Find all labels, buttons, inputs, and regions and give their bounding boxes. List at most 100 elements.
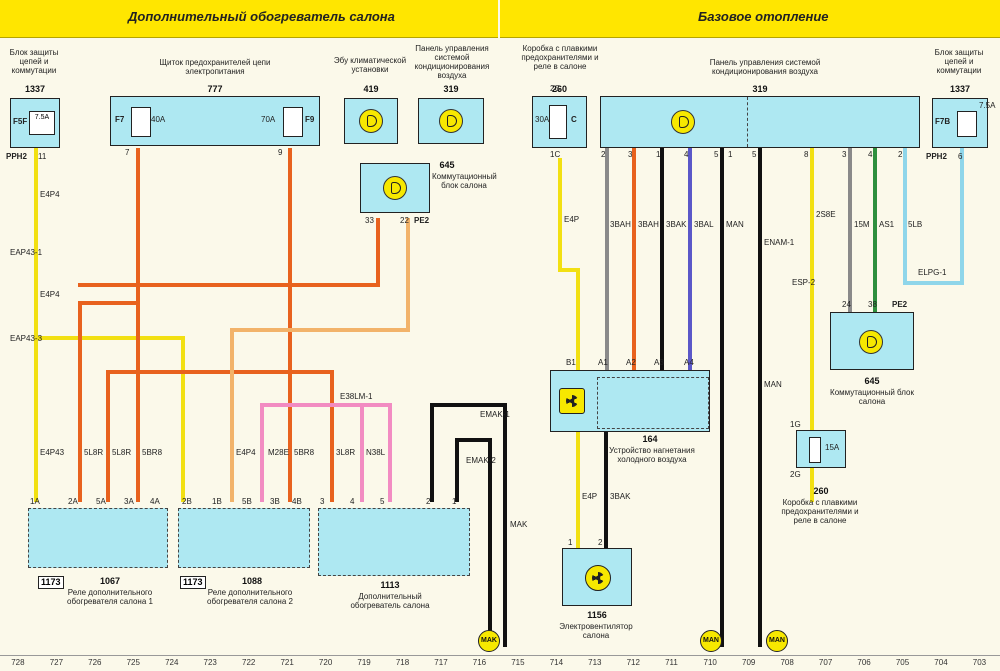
pin-1088-3b: 3B bbox=[270, 497, 280, 506]
wire-label-5br8-a: 5BR8 bbox=[142, 448, 163, 457]
pin-319-1: 1 bbox=[656, 150, 661, 159]
header-right: Базовое отопление bbox=[500, 0, 1000, 38]
wire-label-3bak: 3BAK bbox=[666, 220, 687, 229]
pin-1337-right-6: 6 bbox=[958, 152, 963, 161]
scale-tick: 722 bbox=[242, 658, 256, 667]
pin-319-3: 3 bbox=[628, 150, 633, 159]
pin-319-1b: 1 bbox=[728, 150, 733, 159]
scale-tick: 708 bbox=[780, 658, 794, 667]
scale-tick: 721 bbox=[280, 658, 294, 667]
pin-1337-left-11: 11 bbox=[38, 152, 47, 161]
pin-260-top-1c: 1C bbox=[550, 150, 561, 159]
label-319-left-desc: Панель управления системой кондициониров… bbox=[414, 44, 490, 80]
label-419-num: 419 bbox=[363, 84, 379, 94]
wire-label-e4p4-c: E4P4 bbox=[236, 448, 256, 457]
header-left: Дополнительный обогреватель салона bbox=[0, 0, 498, 38]
wire-label-e4p4-a: E4P4 bbox=[40, 190, 60, 199]
scale-tick: 704 bbox=[934, 658, 948, 667]
fuse-box-260-top: 30A C bbox=[532, 96, 587, 148]
wire-label-5br8-b: 5BR8 bbox=[294, 448, 315, 457]
relay-1067 bbox=[28, 508, 168, 568]
blower-resistor-group bbox=[597, 377, 709, 429]
fuse-f7 bbox=[131, 107, 151, 137]
pin-1113-5: 5 bbox=[380, 497, 385, 506]
label-164-num: 164 bbox=[642, 434, 658, 444]
header-left-title: Дополнительный обогреватель салона bbox=[128, 9, 395, 24]
label-419-desc: Эбу климатической установки bbox=[333, 56, 407, 74]
label-1337-right-num: 1337 bbox=[949, 84, 971, 94]
climate-ecu-icon bbox=[359, 109, 383, 133]
label-1113-desc: Дополнительный обогреватель салона bbox=[350, 592, 430, 610]
wire-label-elpg-1: ELPG-1 bbox=[918, 268, 947, 277]
pin-319-3b: 3 bbox=[842, 150, 847, 159]
fuse-panel-777: 40A F7 70A F9 bbox=[110, 96, 320, 146]
label-260-bottom-desc: Коробка с плавкими предохранителями и ре… bbox=[781, 498, 859, 525]
label-260-top-desc: Коробка с плавкими предохранителями и ре… bbox=[521, 44, 599, 71]
wire-yellow-e4p bbox=[558, 158, 580, 374]
label-1156-num: 1156 bbox=[587, 610, 607, 620]
tag-1088: 1173 bbox=[180, 576, 206, 589]
wire-label-5lb: 5LB bbox=[908, 220, 923, 229]
label-164-desc: Устройство нагнетания холодного воздуха bbox=[609, 446, 695, 464]
wire-label-5l8r-b: 5L8R bbox=[112, 448, 132, 457]
label-645-right-desc: Коммутационный блок салона bbox=[830, 388, 914, 406]
panel-319-divider bbox=[747, 97, 748, 147]
fuse-15a-rating: 15A bbox=[825, 443, 840, 452]
wire-black-emak-1 bbox=[430, 403, 507, 647]
pin-1088-5b: 5B bbox=[242, 497, 252, 506]
pin-164-b1: B1 bbox=[566, 358, 576, 367]
relay-1088 bbox=[178, 508, 310, 568]
wire-label-e4p-a: E4P bbox=[564, 215, 580, 224]
fuse-box-1337-left: 7.5A F5F bbox=[10, 98, 60, 148]
fuse-f9-id: F9 bbox=[305, 115, 315, 124]
label-319-left-num: 319 bbox=[443, 84, 459, 94]
pin-260-bottom-2g: 2G bbox=[790, 470, 801, 479]
fuse-f7b-id: F7B bbox=[935, 117, 951, 126]
header-right-title: Базовое отопление bbox=[698, 9, 829, 24]
label-1337-left-desc: Блок защиты цепей и коммутации bbox=[9, 48, 59, 75]
wire-label-n38l: N38L bbox=[366, 448, 386, 457]
wire-label-as1: AS1 bbox=[879, 220, 895, 229]
scale-tick: 715 bbox=[511, 658, 525, 667]
fuse-f5f-rating: 7.5A bbox=[34, 114, 50, 121]
wire-label-e38lm-1: E38LM-1 bbox=[340, 392, 373, 401]
label-1337-left-num: 1337 bbox=[24, 84, 46, 94]
label-777-num: 777 bbox=[207, 84, 223, 94]
label-260-bottom-num: 260 bbox=[813, 486, 829, 496]
wire-label-mak: MAK bbox=[510, 520, 528, 529]
ground-man-1: MAN bbox=[700, 630, 722, 652]
switch-unit-icon bbox=[383, 176, 407, 200]
fuse-box-1337-right: F7B 7.5A bbox=[932, 98, 995, 148]
pin-319-2: 2 bbox=[601, 150, 606, 159]
scale-tick: 726 bbox=[88, 658, 102, 667]
pin-164-a3: A3 bbox=[654, 358, 664, 367]
ground-mak: MAK bbox=[478, 630, 500, 652]
pin-1113-3: 3 bbox=[320, 497, 325, 506]
pin-645-right-38: 38 bbox=[868, 300, 877, 309]
label-1088-num: 1088 bbox=[241, 576, 263, 586]
scale-tick: 706 bbox=[857, 658, 871, 667]
label-319-right-num: 319 bbox=[752, 84, 768, 94]
scale-tick: 714 bbox=[549, 658, 564, 667]
wire-label-emak-2: EMAK-2 bbox=[466, 456, 496, 465]
label-260-top-num: 260 bbox=[551, 84, 568, 94]
wire-tan-645-22 bbox=[230, 218, 410, 502]
panel-319-right bbox=[600, 96, 920, 148]
climate-panel-icon bbox=[671, 110, 695, 134]
fuse-f7-id: F7 bbox=[115, 115, 125, 124]
conn-pe2-right: PE2 bbox=[892, 300, 908, 309]
wire-label-m28e: M28E bbox=[268, 448, 289, 457]
pin-319-8: 8 bbox=[804, 150, 809, 159]
fuse-c-rating: 30A bbox=[535, 115, 550, 124]
control-panel-icon bbox=[439, 109, 463, 133]
wire-orange-645-33 bbox=[78, 218, 380, 287]
wire-label-eap43-1: EAP43-1 bbox=[10, 248, 43, 257]
wire-label-3bal: 3BAL bbox=[694, 220, 714, 229]
wire-label-3bak-b: 3BAK bbox=[610, 492, 631, 501]
pin-319-5a: 5 bbox=[714, 150, 719, 159]
pin-1113-1: 1 bbox=[452, 497, 457, 506]
label-1156-desc: Электровентилятор салона bbox=[559, 622, 633, 640]
